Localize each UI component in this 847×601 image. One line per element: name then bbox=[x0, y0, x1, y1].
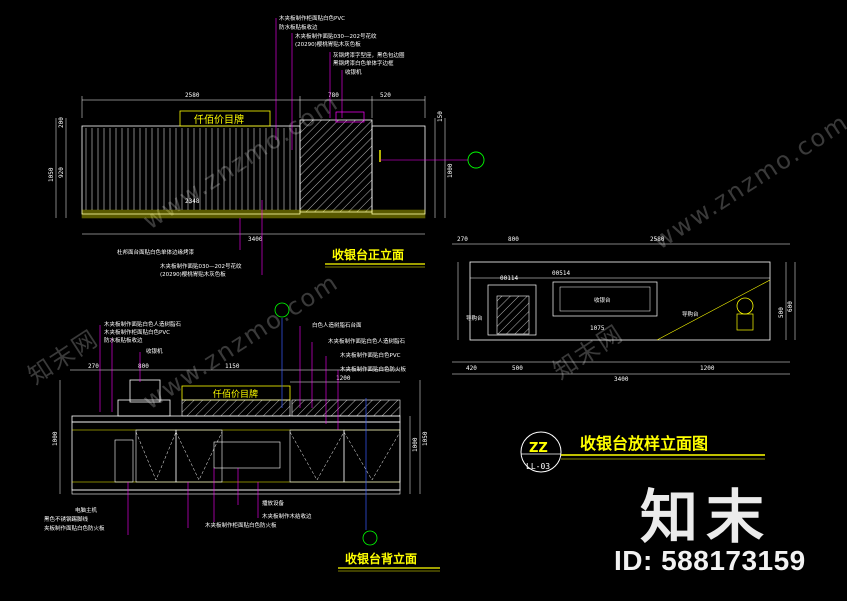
plan-dim-bottom-3: 1200 bbox=[700, 365, 715, 372]
front-note-1: 木夹板制作柜面贴白色PVC bbox=[279, 14, 345, 22]
front-dim-top-3: 520 bbox=[380, 92, 391, 99]
front-dim-left-3: 1050 bbox=[48, 167, 55, 182]
front-dim-right-1: 150 bbox=[437, 111, 444, 122]
front-note-4: (20290)樱桃胃贴木灰色板 bbox=[295, 40, 361, 48]
title-block: ZZ LL-03 收银台放样立面图 bbox=[520, 431, 765, 473]
back-dim-top-3: 1150 bbox=[225, 363, 240, 370]
back-note-5: 白色人造树脂石台面 bbox=[312, 321, 362, 329]
door-swing-line bbox=[135, 431, 177, 481]
back-bottom-note-5: 木夹板制作木结收边 bbox=[262, 512, 312, 520]
cabinet-door bbox=[289, 429, 345, 483]
plan-dim-bottom-2: 500 bbox=[512, 365, 523, 372]
watermark-logo: 知末 bbox=[640, 483, 773, 551]
back-bottom-note-6: 木夹板制作柜面贴白色防火板 bbox=[205, 521, 277, 529]
front-note-7: 收银机 bbox=[345, 68, 362, 76]
back-note-2: 木夹板制作柜面贴白色PVC bbox=[104, 328, 170, 336]
bubble-top-text: ZZ bbox=[529, 441, 548, 456]
front-title: 收银台正立面 bbox=[332, 247, 404, 262]
door-swing-line bbox=[289, 431, 345, 481]
section-marker-back-bottom bbox=[362, 530, 378, 546]
plan-view: 270 800 2580 00114 00514 导购台 收银台 导购台 107… bbox=[452, 236, 796, 383]
watermark-site-3: www.znzmo.com bbox=[648, 108, 847, 255]
plan-dim-right-1: 500 bbox=[778, 307, 785, 318]
main-title: 收银台放样立面图 bbox=[580, 434, 708, 453]
back-bottom-note-3: 夹板制作面贴白色防火板 bbox=[44, 524, 105, 532]
plan-dim-top-1: 270 bbox=[457, 236, 468, 243]
front-dim-bottom: 3400 bbox=[248, 236, 263, 243]
plan-label-4: 收银台 bbox=[594, 296, 611, 304]
back-elevation: 270 800 1150 1200 仟佰价目牌 1000 1050 1000 bbox=[44, 302, 440, 572]
front-slats bbox=[85, 128, 297, 210]
plan-dim-right-2: 600 bbox=[787, 301, 794, 312]
back-dim-right-2: 1050 bbox=[422, 431, 429, 446]
plan-dim-inner: 1075 bbox=[590, 325, 605, 332]
back-dim-left: 1000 bbox=[52, 431, 59, 446]
plan-label-2: 00514 bbox=[552, 270, 570, 277]
front-note-2: 防水板贴板收边 bbox=[279, 23, 318, 31]
section-marker-back-top bbox=[274, 302, 290, 318]
signboard-front bbox=[179, 110, 271, 127]
front-dim-inner: 2348 bbox=[185, 198, 200, 205]
av-equipment bbox=[213, 441, 281, 469]
back-title: 收银台背立面 bbox=[345, 551, 417, 566]
door-swing-line bbox=[343, 431, 401, 481]
front-elevation: 2580 780 520 仟佰价目牌 3400 2348 200 920 105… bbox=[48, 14, 485, 278]
section-marker-front bbox=[467, 151, 485, 169]
front-dim-left-2: 920 bbox=[58, 167, 65, 178]
signboard-front-text: 仟佰价目牌 bbox=[194, 113, 244, 126]
back-note-8: 木夹板制作面贴白色防火板 bbox=[340, 365, 407, 373]
detail-bubble bbox=[520, 431, 562, 473]
front-bottom-note-1: 杜邦面台面贴白色单体边缘烤漆 bbox=[117, 248, 195, 256]
back-dim-top-1: 270 bbox=[88, 363, 99, 370]
signboard-back-text: 仟佰价目牌 bbox=[213, 388, 258, 400]
back-bottom-note-1: 电脑主机 bbox=[75, 506, 98, 514]
back-dim-right-1: 1000 bbox=[412, 437, 419, 452]
plan-label-3: 导购台 bbox=[466, 314, 483, 322]
front-note-5: 灰钢烤漆字型座，黑色包边圈 bbox=[333, 51, 405, 59]
cabinet-door bbox=[175, 429, 223, 483]
bubble-bottom-text: LL-03 bbox=[526, 462, 550, 471]
back-note-1: 木夹板制作面贴白色人造树脂石 bbox=[104, 320, 182, 328]
back-bottom-note-4: 播放设备 bbox=[262, 499, 285, 507]
hatched-panel bbox=[299, 119, 373, 213]
pc-tower bbox=[114, 439, 134, 483]
cabinet-door bbox=[135, 429, 177, 483]
cash-register bbox=[129, 379, 161, 403]
front-dim-top-1: 2580 bbox=[185, 92, 200, 99]
back-dim-second: 1200 bbox=[336, 375, 351, 382]
front-dim-right-2: 1000 bbox=[447, 163, 454, 178]
plan-dim-bottom-1: 420 bbox=[466, 365, 477, 372]
back-bottom-note-2: 黑色不锈钢踢脚线 bbox=[44, 515, 89, 523]
back-dim-top-2: 800 bbox=[138, 363, 149, 370]
back-cabinet-doors bbox=[135, 429, 401, 483]
watermark-id: ID: 588173159 bbox=[614, 545, 806, 576]
plan-dim-top-2: 800 bbox=[508, 236, 519, 243]
plan-label-5: 导购台 bbox=[682, 310, 699, 318]
plan-dim-top-3: 2580 bbox=[650, 236, 665, 243]
front-dim-left-1: 200 bbox=[58, 117, 65, 128]
back-note-4: 收银机 bbox=[146, 347, 163, 355]
back-note-6: 木夹板制作面贴白色人造树脂石 bbox=[328, 337, 406, 345]
front-bottom-note-2: 木夹板制作面贴030—202号花纹 bbox=[160, 262, 242, 270]
door-swing-line bbox=[175, 431, 223, 481]
cabinet-door bbox=[343, 429, 401, 483]
front-dim-top-2: 780 bbox=[328, 92, 339, 99]
plan-label-1: 00114 bbox=[500, 275, 518, 282]
front-note-3: 木夹板制作面贴030—202号花纹 bbox=[295, 32, 377, 40]
back-note-3: 防水板贴板收边 bbox=[104, 336, 143, 344]
front-bottom-note-3: (20290)樱桃胃贴木灰色板 bbox=[160, 270, 226, 278]
plan-dim-total: 3400 bbox=[614, 376, 629, 383]
watermark-cn-1: 知末网 bbox=[23, 324, 104, 390]
front-note-6: 黑钢烤漆白色单体字边框 bbox=[333, 59, 394, 67]
back-note-7: 木夹板制作面贴白色PVC bbox=[340, 351, 401, 359]
